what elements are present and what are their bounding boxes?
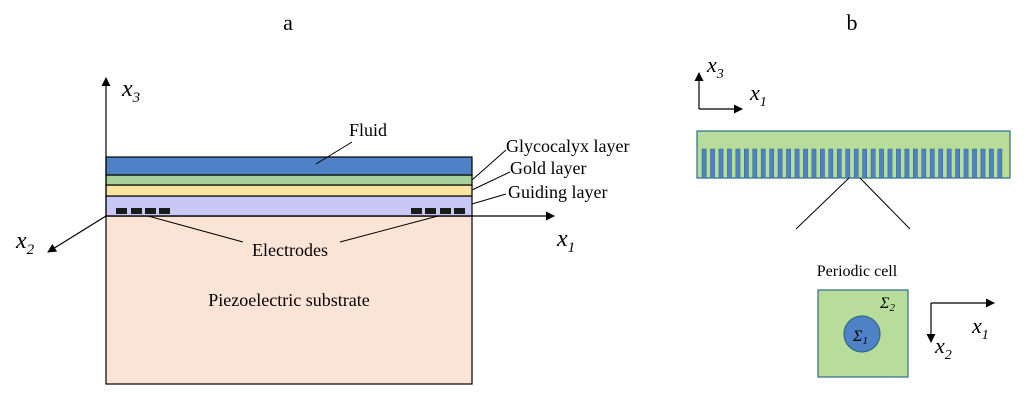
periodic-inclusion [701, 148, 707, 179]
glycocalyx-leader [471, 149, 507, 181]
axis-x2-arrow [47, 215, 107, 253]
axis-x2-label: x2 [15, 228, 35, 258]
periodic-inclusion [769, 148, 775, 179]
sigma2-label: Σ2 [879, 295, 896, 314]
periodic-inclusion [777, 148, 783, 179]
periodic-inclusion [862, 148, 867, 179]
periodic-inclusion [870, 148, 876, 179]
axis-c-x2-label: x2 [934, 333, 952, 363]
periodic-inclusion [718, 148, 724, 179]
periodic-inclusion [989, 148, 994, 179]
fluid-label: Fluid [349, 120, 387, 140]
periodic-inclusion [955, 148, 960, 179]
periodic-inclusion [896, 148, 901, 179]
electrodes-label: Electrodes [252, 240, 328, 260]
panel-a: a x3 x1 x2 Fluid [15, 10, 629, 385]
periodic-inclusion [727, 148, 732, 179]
panel-a-label: a [283, 10, 293, 35]
periodic-inclusion [963, 148, 969, 179]
periodic-inclusion [786, 148, 791, 179]
gold-layer [105, 184, 473, 197]
axis-b-x3-label: x3 [706, 52, 724, 82]
axis-x3-label: x3 [121, 76, 140, 106]
gold-leader [471, 171, 511, 191]
periodic-inclusion [980, 148, 986, 179]
fluid-leader [315, 141, 353, 165]
guiding-leader [471, 193, 507, 205]
inclusion-sigma1 [843, 315, 881, 353]
periodic-inclusion [938, 148, 944, 179]
periodic-inclusion [845, 148, 851, 179]
glycocalyx-layer [105, 174, 473, 186]
electrodes-left [116, 208, 170, 214]
periodic-inclusion [811, 148, 817, 179]
periodic-inclusion [803, 148, 808, 179]
periodic-inclusions [701, 148, 1003, 179]
periodic-inclusion [997, 148, 1003, 179]
axis-c-x1-label: x1 [971, 313, 989, 343]
periodic-inclusion [828, 148, 834, 179]
periodic-inclusion [735, 148, 741, 179]
periodic-inclusion [853, 148, 859, 179]
periodic-inclusion [752, 148, 758, 179]
substrate-label: Piezoelectric substrate [208, 290, 369, 310]
periodic-inclusion [760, 148, 766, 179]
periodic-inclusion [887, 148, 893, 179]
fluid-layer [105, 156, 473, 176]
panel-b-label: b [847, 10, 858, 35]
periodic-inclusion [710, 148, 715, 179]
gold-label: Gold layer [510, 158, 586, 178]
electrodes-leader-right [339, 215, 439, 243]
periodic-cell-title: Periodic cell [817, 263, 898, 280]
periodic-inclusion [836, 148, 842, 179]
periodic-inclusion [904, 148, 910, 179]
zoom-line-left [795, 177, 850, 230]
guiding-label: Guiding layer [508, 182, 607, 202]
glycocalyx-label: Glycocalyx layer [506, 136, 629, 156]
axis-x1-label: x1 [556, 226, 575, 256]
periodic-inclusion [929, 148, 935, 179]
periodic-inclusion [879, 148, 884, 179]
sigma1-label: Σ1 [852, 328, 868, 347]
periodic-inclusion [972, 148, 977, 179]
piezoelectric-substrate [105, 215, 473, 385]
periodic-strip [696, 130, 1011, 179]
periodic-inclusion [820, 148, 825, 179]
electrodes-leader-left [147, 215, 244, 243]
axis-b-x1-label: x1 [749, 80, 767, 110]
periodic-inclusion [794, 148, 800, 179]
electrodes-right [411, 208, 465, 214]
periodic-inclusion [921, 148, 927, 179]
panel-b: b x3 x1 Periodic cell Σ1 Σ2 x1 x2 [694, 10, 1011, 378]
periodic-inclusion [946, 148, 952, 179]
periodic-inclusion [913, 148, 918, 179]
zoom-line-right [859, 177, 911, 230]
periodic-inclusion [744, 148, 749, 179]
